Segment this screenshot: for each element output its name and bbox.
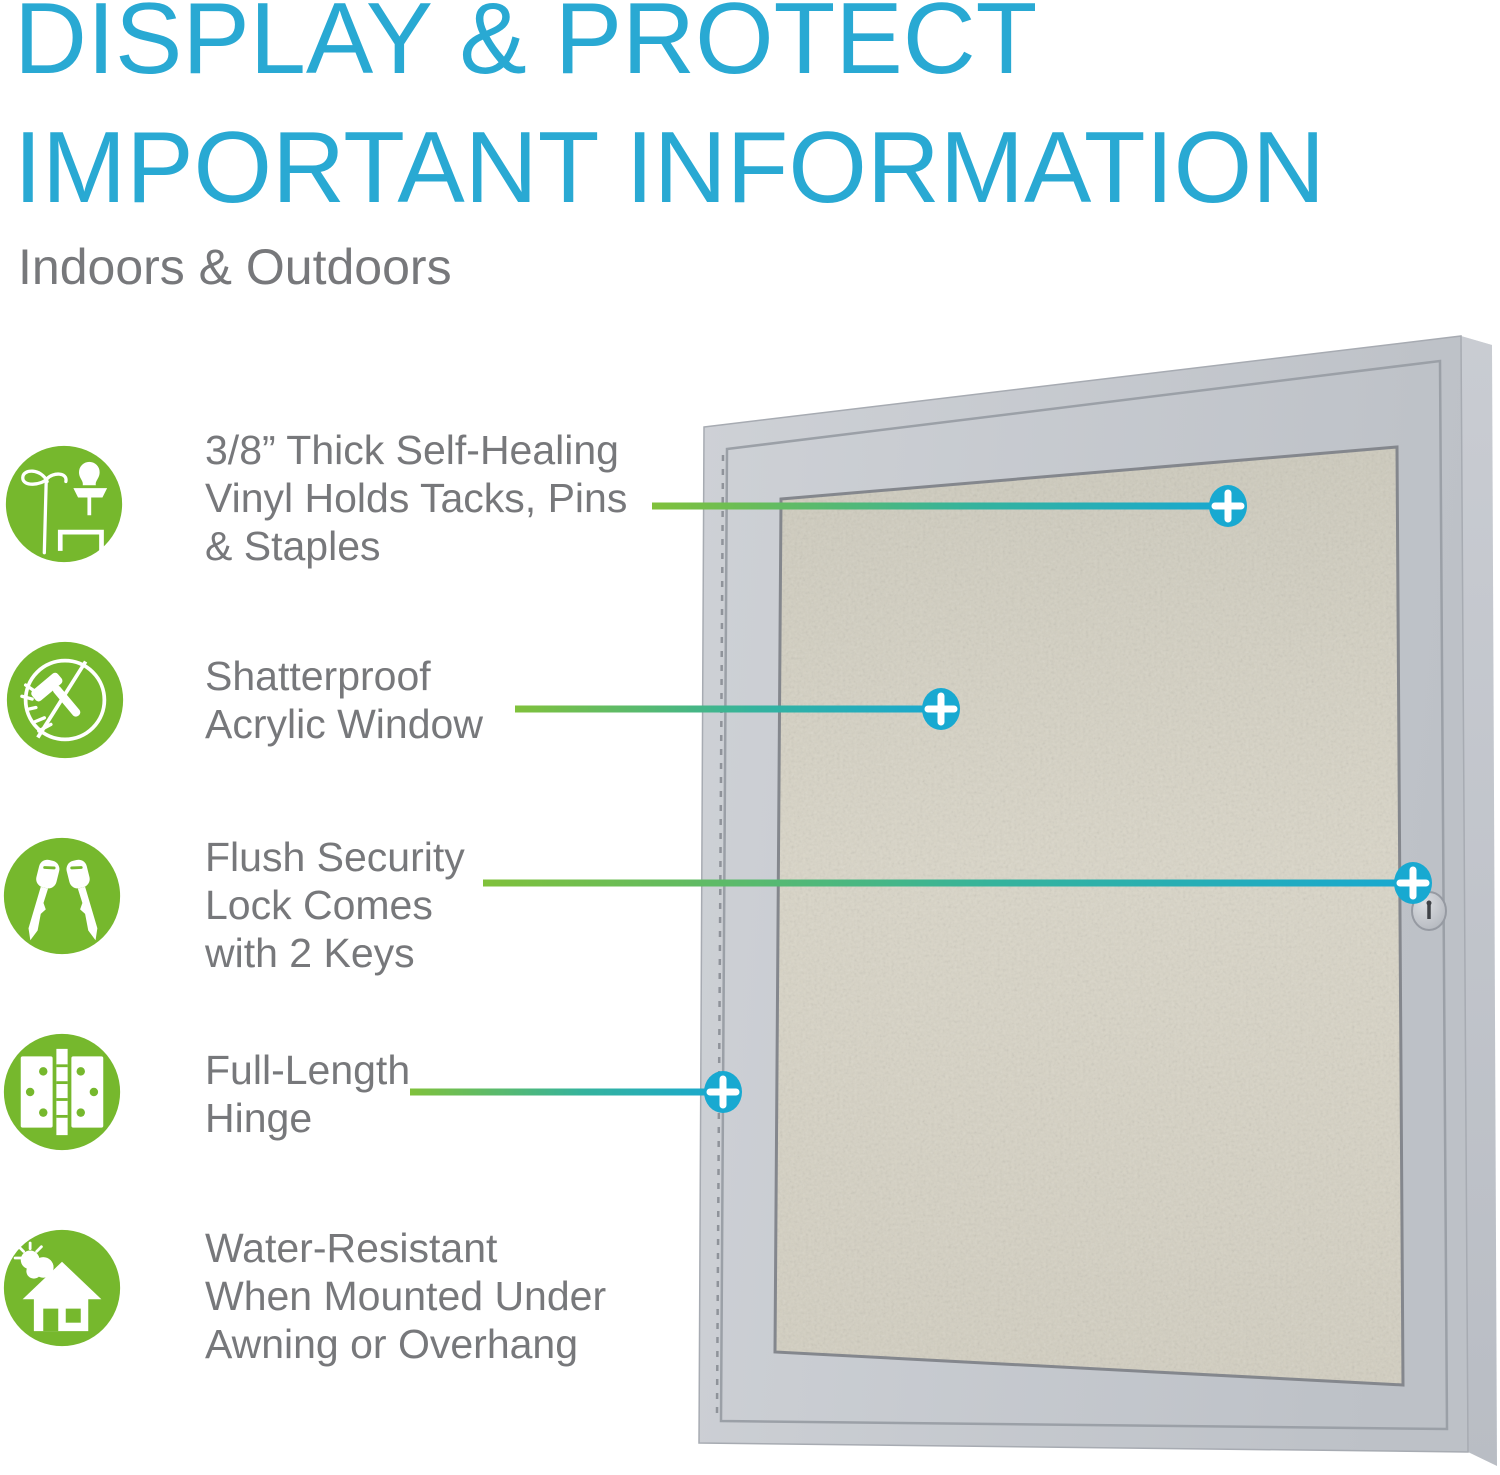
hinge-icon <box>3 1033 121 1151</box>
feature-text-vinyl: 3/8” Thick Self-Healing Vinyl Holds Tack… <box>205 427 628 569</box>
house-awning-icon <box>3 1229 121 1347</box>
keys-icon <box>3 837 121 955</box>
feature-text-lock: Flush Security Lock Comes with 2 Keys <box>205 834 465 976</box>
callout-marker-lock <box>1394 862 1432 904</box>
title-line-1: DISPLAY & PROTECT <box>14 0 1038 95</box>
callout-marker-hinge <box>704 1071 742 1113</box>
board-side-edge <box>1461 336 1497 1466</box>
header: DISPLAY & PROTECT IMPORTANT INFORMATION <box>14 0 1325 233</box>
no-hammer-icon <box>6 641 124 759</box>
feature-text-water-resistant: Water-Resistant When Mounted Under Awnin… <box>205 1225 607 1367</box>
tacks-pins-staples-icon <box>5 445 123 563</box>
feature-text-hinge: Full-Length Hinge <box>205 1047 411 1141</box>
callout-marker-window <box>922 688 960 730</box>
title-line-2: IMPORTANT INFORMATION <box>14 112 1326 224</box>
feature-text-window: Shatterproof Acrylic Window <box>205 653 483 747</box>
callout-marker-vinyl <box>1209 485 1247 527</box>
vinyl-surface <box>775 447 1403 1385</box>
vinyl-border <box>773 445 1405 1387</box>
page-title: DISPLAY & PROTECT IMPORTANT INFORMATION <box>14 0 1325 233</box>
hinge-seam-line <box>715 454 725 1414</box>
page-subtitle: Indoors & Outdoors <box>18 239 452 295</box>
